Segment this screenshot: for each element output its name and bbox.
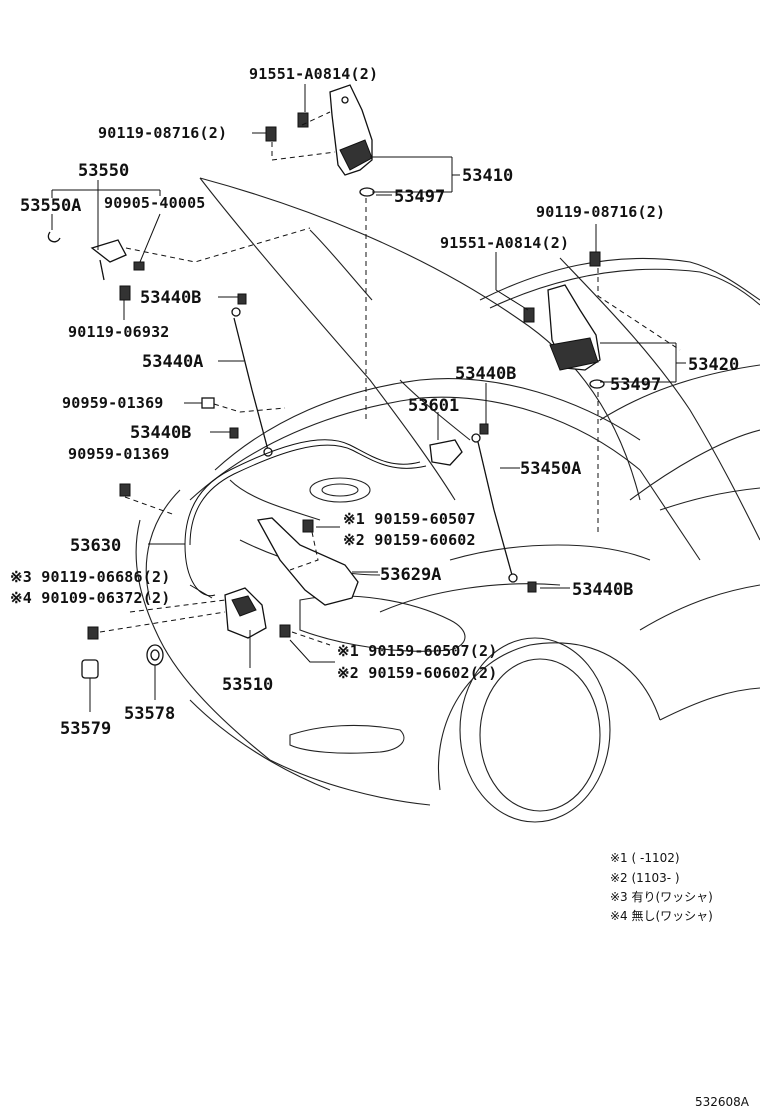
bolt-90119-left <box>265 126 277 142</box>
callout-53550a: 53550A <box>20 196 81 216</box>
hood-lock-53510 <box>224 587 267 639</box>
callout-53420: 53420 <box>688 355 739 375</box>
screw-90159-a <box>302 519 314 533</box>
callout-90159-60507-a: ※1 90159-60507 <box>343 510 476 528</box>
part-callouts: 91551-A0814(2) 90119-08716(2) 53550 5341… <box>10 65 739 739</box>
stud-53440b-3 <box>479 423 489 435</box>
callout-90119-06932: 90119-06932 <box>68 323 170 341</box>
callout-53601: 53601 <box>408 396 459 416</box>
cushion-53578 <box>146 644 164 666</box>
stud-53440b-2 <box>229 427 239 439</box>
washer-53497-top <box>359 187 375 197</box>
release-lever-53601 <box>429 439 463 466</box>
callout-53440b-4: 53440B <box>572 580 633 600</box>
screw-90159-b <box>279 624 291 638</box>
callout-53629a: 53629A <box>380 565 441 585</box>
callout-90959-01369-a: 90959-01369 <box>62 394 164 412</box>
stud-53440b-4 <box>527 581 537 593</box>
callout-53440b-2: 53440B <box>455 364 516 384</box>
hood-support-rod-53550 <box>47 231 145 301</box>
hood-hinge-right-53420 <box>547 284 601 371</box>
callout-53497-top: 53497 <box>394 187 445 207</box>
callout-90159-60507-b: ※1 90159-60507(2) <box>337 642 497 660</box>
callout-91551-a0814-right: 91551-A0814(2) <box>440 234 569 252</box>
callout-53578: 53578 <box>124 704 175 724</box>
note-2: ※2 (1103- ) <box>610 871 680 885</box>
applicability-notes: ※1 ( -1102) ※2 (1103- ) ※3 有り(ワッシャ) ※4 無… <box>610 851 713 923</box>
callout-53440b-1: 53440B <box>140 288 201 308</box>
callout-90119-06686: ※3 90119-06686(2) <box>10 568 170 586</box>
callout-53410: 53410 <box>462 166 513 186</box>
callout-53497-right: 53497 <box>610 375 661 395</box>
callout-53550: 53550 <box>78 161 129 181</box>
bolt-90119-06686 <box>87 626 99 640</box>
note-4: ※4 無し(ワッシャ) <box>610 908 713 923</box>
bolt-90119-right <box>589 251 601 267</box>
stud-53440b-1 <box>237 293 247 305</box>
callout-90119-08716-left: 90119-08716(2) <box>98 124 227 142</box>
clip-90959-a <box>201 397 215 409</box>
note-1: ※1 ( -1102) <box>610 851 680 865</box>
callout-90109-06372: ※4 90109-06372(2) <box>10 589 170 607</box>
bolt-91551-right <box>523 307 535 323</box>
figure-code: 532608A <box>695 1095 750 1109</box>
hood-damper-53450a <box>471 433 518 583</box>
callout-53440a: 53440A <box>142 352 203 372</box>
note-3: ※3 有り(ワッシャ) <box>610 890 713 904</box>
callout-53440b-3: 53440B <box>130 423 191 443</box>
callout-90159-60602-a: ※2 90159-60602 <box>343 531 476 549</box>
callout-53510: 53510 <box>222 675 273 695</box>
callout-53450a: 53450A <box>520 459 581 479</box>
lock-cover-53629a <box>256 517 359 606</box>
callout-90959-01369-b: 90959-01369 <box>68 445 170 463</box>
hood-hinge-left-53410 <box>329 84 373 176</box>
bolt-91551-top <box>297 112 309 128</box>
callout-90905-40005: 90905-40005 <box>104 194 206 212</box>
callout-90159-60602-b: ※2 90159-60602(2) <box>337 664 497 682</box>
washer-53497-right <box>589 379 605 389</box>
car-body-outline <box>135 177 760 823</box>
cushion-53579 <box>81 659 99 679</box>
callout-90119-08716-right: 90119-08716(2) <box>536 203 665 221</box>
callout-91551-a0814-top: 91551-A0814(2) <box>249 65 378 83</box>
clip-90959-b <box>119 483 131 497</box>
leader-lines <box>51 84 686 712</box>
release-cable-53630 <box>184 439 427 597</box>
callout-53579: 53579 <box>60 719 111 739</box>
callout-53630: 53630 <box>70 536 121 556</box>
